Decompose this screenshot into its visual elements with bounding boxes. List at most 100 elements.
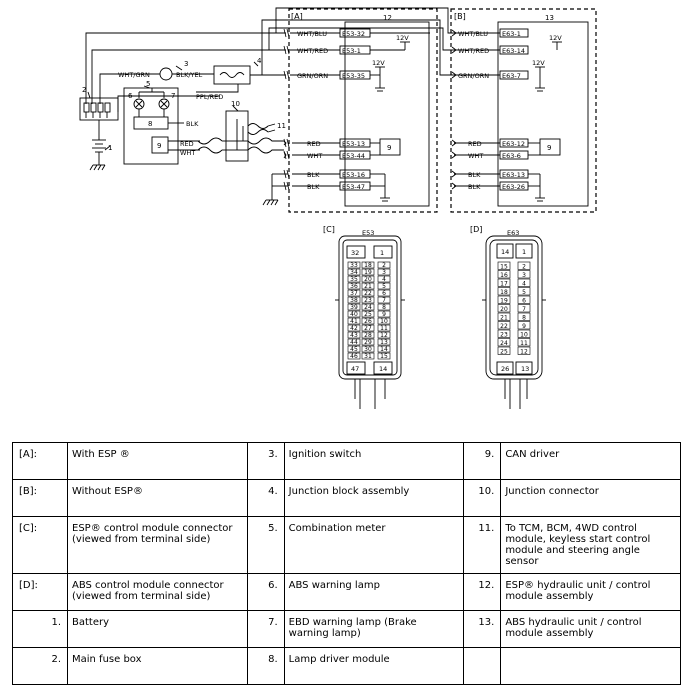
unit-12-label: 12 bbox=[383, 14, 392, 22]
legend-key: 4. bbox=[246, 479, 285, 517]
connector-e63-drawing bbox=[482, 235, 546, 409]
callout-2: 2 bbox=[82, 86, 86, 94]
pin-d-left-box bbox=[497, 346, 511, 355]
table-row: [D]: ABS control module connector (viewe… bbox=[12, 573, 681, 611]
pin-d-top-0: 14 bbox=[501, 248, 509, 256]
pin-d-right-box bbox=[517, 346, 531, 355]
legend-value: ESP® hydraulic unit / control module ass… bbox=[500, 573, 681, 611]
voltage-b-1: 12V bbox=[549, 34, 562, 42]
pin-c-left-box bbox=[347, 296, 361, 304]
pin-c-left-box bbox=[347, 317, 361, 325]
wire-a-4: WHT bbox=[307, 152, 322, 160]
pin-c-left: 38 bbox=[350, 297, 358, 304]
pin-c-right-box bbox=[377, 275, 391, 283]
pin-d-left: 20 bbox=[500, 306, 508, 313]
wire-wht-grn: WHT/GRN bbox=[118, 71, 150, 79]
unit-12-box bbox=[344, 21, 430, 207]
legend-key: 3. bbox=[246, 442, 285, 480]
wire-b-6: BLK bbox=[468, 183, 481, 191]
pin-c-mid-box bbox=[361, 275, 375, 283]
pin-c-right-box bbox=[377, 268, 391, 276]
wire-b-4: WHT bbox=[468, 152, 483, 160]
pin-c-mid-box bbox=[361, 296, 375, 304]
pin-c-right: 8 bbox=[382, 304, 386, 311]
pin-c-left: 43 bbox=[350, 332, 358, 339]
section-c-label: [C] bbox=[323, 225, 335, 234]
wire-a-0: WHT/BLU bbox=[297, 30, 327, 38]
legend-key: 9. bbox=[463, 442, 502, 480]
pin-c-mid: 24 bbox=[364, 304, 372, 311]
pin-d-top-1: 1 bbox=[522, 248, 526, 256]
pin-c-right: 3 bbox=[382, 269, 386, 276]
legend-key: 2. bbox=[12, 647, 68, 685]
legend-table: [A]: With ESP ® 3. Ignition switch 9. CA… bbox=[12, 442, 681, 685]
pin-c-mid: 28 bbox=[364, 332, 372, 339]
pin-c-left: 40 bbox=[350, 311, 358, 318]
pin-d-right-box bbox=[517, 287, 531, 296]
wire-wht: WHT bbox=[180, 149, 195, 157]
pin-d-left-box bbox=[497, 304, 511, 313]
legend-value: Junction block assembly bbox=[283, 479, 465, 517]
pin-c-left: 41 bbox=[350, 318, 358, 325]
pin-c-right-box bbox=[377, 352, 391, 360]
wire-b-2: GRN/ORN bbox=[458, 72, 489, 80]
terminal-a-3: E53-13 bbox=[342, 140, 365, 148]
pin-c-right-box bbox=[377, 345, 391, 353]
pin-d-left: 23 bbox=[500, 331, 508, 338]
pin-c-left-box bbox=[347, 268, 361, 276]
wire-a-6: BLK bbox=[307, 183, 320, 191]
pin-d-left-box bbox=[497, 312, 511, 321]
pin-c-right: 10 bbox=[380, 318, 388, 325]
pin-d-right-box bbox=[517, 295, 531, 304]
pin-c-mid: 18 bbox=[364, 262, 372, 269]
pin-d-left-box bbox=[497, 287, 511, 296]
pin-d-right: 6 bbox=[522, 297, 526, 304]
legend-key: [D]: bbox=[12, 573, 68, 611]
pin-c-left: 39 bbox=[350, 304, 358, 311]
pin-c-right: 7 bbox=[382, 297, 386, 304]
pin-d-right: 8 bbox=[522, 314, 526, 321]
legend-value: EBD warning lamp (Brake warning lamp) bbox=[283, 610, 465, 648]
legend-value: ABS warning lamp bbox=[283, 573, 465, 611]
connector-e53-drawing bbox=[335, 235, 405, 409]
pin-d-left-box bbox=[497, 295, 511, 304]
pin-c-mid-box bbox=[361, 289, 375, 297]
legend-value: ABS hydraulic unit / control module asse… bbox=[500, 610, 681, 648]
pin-d-right-box bbox=[517, 278, 531, 287]
wire-b-0: WHT/BLU bbox=[458, 30, 488, 38]
pin-c-right-box bbox=[377, 310, 391, 318]
wire-b-5: BLK bbox=[468, 171, 481, 179]
pin-c-left-box bbox=[347, 324, 361, 332]
legend-key: 12. bbox=[463, 573, 502, 611]
pin-d-bottom-0: 26 bbox=[501, 365, 509, 373]
pin-c-right-box bbox=[377, 338, 391, 346]
pin-c-right-box bbox=[377, 261, 391, 269]
pin-c-left: 42 bbox=[350, 325, 358, 332]
callout-3: 3 bbox=[184, 60, 188, 68]
terminal-b-6: E63-26 bbox=[502, 183, 525, 191]
wire-red: RED bbox=[180, 140, 194, 148]
pin-c-mid: 20 bbox=[364, 276, 372, 283]
pin-c-mid: 29 bbox=[364, 339, 372, 346]
callout-7: 7 bbox=[171, 92, 175, 100]
pin-c-left-box bbox=[347, 261, 361, 269]
pin-d-right: 7 bbox=[522, 306, 526, 313]
terminal-a-0: E53-32 bbox=[342, 30, 365, 38]
legend-key bbox=[463, 647, 502, 685]
pin-d-left-box bbox=[497, 338, 511, 347]
callout-6: 6 bbox=[128, 92, 133, 100]
pin-d-right: 5 bbox=[522, 289, 526, 296]
callout-1: 1 bbox=[108, 144, 112, 152]
legend-value: Combination meter bbox=[283, 516, 465, 574]
legend-key: [C]: bbox=[12, 516, 68, 574]
pin-d-left: 17 bbox=[500, 280, 508, 287]
pin-c-left: 34 bbox=[350, 269, 358, 276]
voltage-b-2: 12V bbox=[532, 59, 545, 67]
connector-e53-name: E53 bbox=[362, 229, 374, 237]
table-row: [A]: With ESP ® 3. Ignition switch 9. CA… bbox=[12, 442, 681, 480]
pin-c-mid-box bbox=[361, 352, 375, 360]
legend-key: 7. bbox=[246, 610, 285, 648]
pin-c-mid-box bbox=[361, 261, 375, 269]
pin-c-right: 6 bbox=[382, 290, 386, 297]
pin-c-mid-box bbox=[361, 310, 375, 318]
